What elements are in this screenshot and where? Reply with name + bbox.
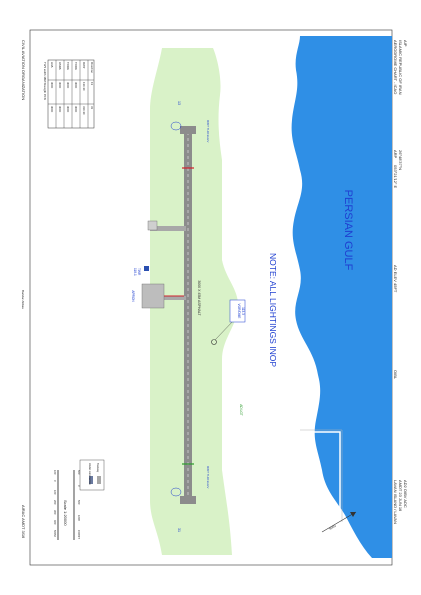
header-station-code: OIBL (393, 370, 398, 380)
table-header-5: LDA (50, 62, 54, 68)
taxiway-c (147, 220, 158, 231)
rwy-end-north: 13 (177, 101, 181, 105)
scale-title: Scale 1:20000 (63, 500, 68, 526)
approach-lights-south (170, 487, 182, 497)
declared-distances-table: Direction RWY TORA TODA ASDA LDA 13 130.… (47, 59, 95, 129)
twr-building (144, 266, 149, 271)
sea-area (291, 36, 392, 558)
table-r1c4: 3000 (58, 106, 62, 113)
table-r1c0: 31 (90, 106, 94, 110)
table-header-1: RWY (82, 62, 86, 69)
north-arrow (321, 511, 357, 533)
pier (300, 431, 341, 520)
header-arp-lat: 26°48'37"N (398, 150, 403, 170)
table-r0c2: 3000 (74, 82, 78, 89)
twr-label: TWR (137, 268, 141, 276)
legend: Taxiway Under construction (79, 459, 105, 491)
table-r1c5: 3000 (50, 106, 54, 113)
scale-ft-2: 500 (77, 500, 81, 505)
table-header-4: ASDA (58, 62, 62, 70)
twr-freq: 118.1 (133, 268, 137, 276)
vor-symbol (211, 339, 217, 345)
footer-page-id: AIRAC AMDT 3/16 (21, 505, 26, 539)
scale-tick-6: 500M (53, 530, 57, 537)
legend-taxiway: Taxiway (96, 463, 100, 473)
lighting-note: NOTE: ALL LIGHTINGS INOP (268, 253, 278, 367)
north-arrow-label: MAG (329, 524, 338, 531)
island-land (150, 48, 239, 555)
turn-pad-north (180, 126, 196, 134)
rwy-thr-south: RWY THR ELEV (206, 466, 210, 488)
scale-ft-1: 0 (77, 485, 81, 487)
table-r1c1: 310.30 (82, 106, 86, 115)
scale-tick-1: 0 (53, 480, 57, 482)
rwy-end-south: 31 (177, 528, 181, 532)
taxiway-b (150, 296, 186, 300)
header-arp-label: ARP (393, 150, 398, 159)
scale-tick-2: 100 (53, 490, 57, 495)
header-ad-elev: AD ELEV 45FT (393, 265, 398, 293)
table-header-2: TORA (74, 62, 78, 70)
sea-label: PERSIAN GULF (342, 190, 354, 271)
header-arp-lon: 053°21'12" E (393, 165, 398, 188)
ad-lights: AD LGT (239, 404, 243, 416)
table-note: TWY width 18M Strength PCN (43, 62, 47, 100)
vor-box (229, 299, 246, 323)
scale-ft-4: 1500FT (77, 530, 81, 539)
table-r1c3: 3000 (66, 106, 70, 113)
legend-swatch-taxiway (97, 476, 101, 484)
vor-leader (214, 319, 235, 341)
table-header-3: TODA (66, 62, 70, 70)
table-r1c2: 3000 (74, 106, 78, 113)
legend-swatch-construction (89, 476, 93, 484)
footer-mid: Bandar Abbas (21, 290, 25, 309)
runway-dimensions: 3000 X 45M ASPHALT (197, 280, 201, 316)
scale-tick-4: 300 (53, 510, 57, 515)
scale-bar: Scale 1:20000 100 0 100 200 300 400 500M… (53, 470, 81, 540)
scale-tick-0: 100 (53, 470, 57, 475)
table-r0c4: 3000 (58, 82, 62, 89)
turn-pad-south (180, 496, 196, 504)
apron (141, 283, 165, 309)
scale-tick-5: 400 (53, 520, 57, 525)
scale-ft-3: 1000 (77, 515, 81, 521)
header-country-code: AIP (403, 40, 408, 47)
footer-organization: CIVIL AVIATION ORGANIZATION (21, 40, 26, 100)
scale-ft-0: 500 (77, 470, 81, 475)
legend-construction: Under construction (88, 463, 92, 485)
approach-lights-north (170, 121, 182, 131)
header-group: AIP ISLAMIC REPUBLIC OF IRAN AERODROME C… (393, 40, 408, 524)
table-r0c0: 13 (90, 82, 94, 86)
scale-tick-3: 200 (53, 500, 57, 505)
pier-outline (300, 429, 343, 522)
rwy-thr-north: RWY THR ELEV (206, 120, 210, 142)
header-chart-title: AERODROME CHART - ICAO (393, 40, 398, 94)
table-r0c3: 3000 (66, 82, 70, 89)
header-date: AMDT 23 JUN 16 (398, 480, 403, 512)
table-r0c1: 130.30 (82, 82, 86, 91)
vor-freq: 113.3 (241, 307, 245, 315)
header-aerodrome-name: LAVAN ISLAND / LAVAN (393, 480, 398, 524)
header-country: ISLAMIC REPUBLIC OF IRAN (398, 40, 403, 95)
taxiway-a (150, 226, 186, 231)
header-aip-ref: AD2 OIBV ADC (403, 480, 408, 508)
apron-label: APRON (131, 290, 135, 302)
table-header-0: Direction (90, 62, 94, 73)
table-r0c5: 3000 (50, 82, 54, 89)
vor-label: VOR/DME (237, 304, 241, 319)
